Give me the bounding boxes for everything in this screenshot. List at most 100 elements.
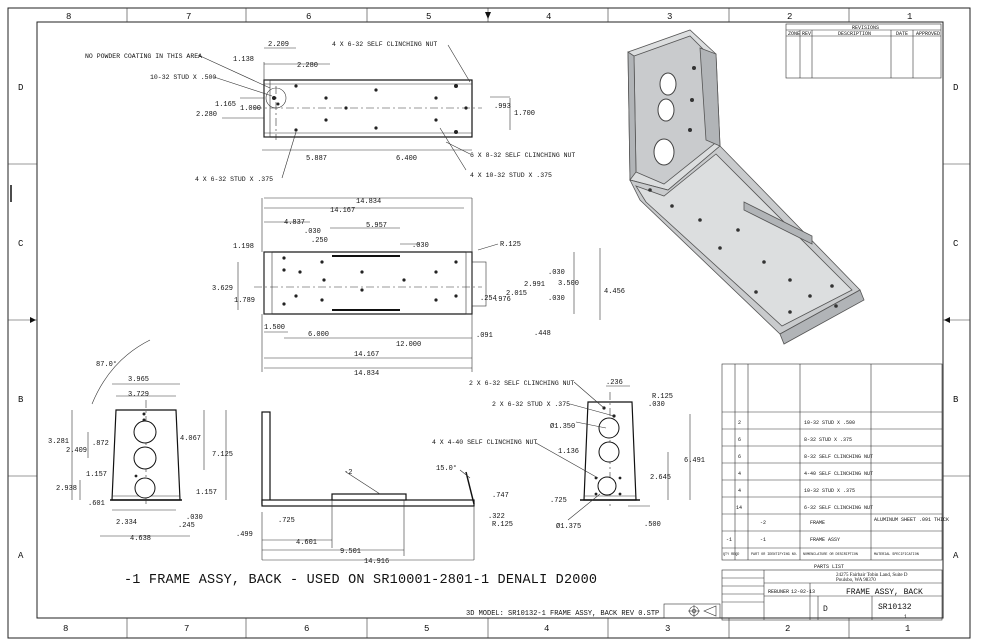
sheet-size: D — [823, 605, 828, 614]
sheet-number: 1 — [904, 614, 907, 620]
dim-2938: 2.938 — [56, 485, 77, 493]
dim-4837: 4.837 — [284, 219, 305, 227]
rev-hdr-rev: REV — [802, 31, 811, 37]
pl-row3-desc: 8-32 SELF CLINCHING NUT — [804, 454, 873, 460]
dim-1136: 1.136 — [558, 448, 579, 456]
dim-976: .976 — [494, 296, 511, 304]
dim-601: .601 — [88, 500, 105, 508]
dim-14916: 14.916 — [364, 558, 389, 566]
dim-14834: 14.834 — [356, 198, 381, 206]
dim-callout-2: -2 — [344, 469, 352, 477]
drawing-number: SR10132 — [878, 603, 912, 612]
col-top-7: 7 — [186, 12, 191, 22]
company-address1: 24275 Fairbair Tobin Land, Suite D — [836, 573, 908, 578]
pl-row4-qty: 4 — [738, 471, 741, 477]
pl-row4-desc: 4-40 SELF CLINCHING NUT — [804, 471, 873, 477]
pl-row5-desc: 10-32 STUD X .375 — [804, 488, 855, 494]
dim-1157b: 1.157 — [196, 489, 217, 497]
pl-hdr-desc: NOMENCLATURE OR DESCRIPTION — [803, 553, 858, 557]
dim-2280b: 2.280 — [196, 111, 217, 119]
note-nut-440: 4 X 4-40 SELF CLINCHING NUT — [432, 439, 537, 446]
row-left-C: C — [18, 239, 24, 249]
note-nut-632-end: 2 X 6-32 SELF CLINCHING NUT — [469, 380, 574, 387]
pl-hdr-part: PART OR IDENTIFYING NO. — [751, 553, 798, 557]
dim-5957: 5.957 — [366, 222, 387, 230]
title-block: 24275 Fairbair Tobin Land, Suite D Pouls… — [721, 569, 943, 621]
dim-030a: .030 — [304, 228, 321, 236]
dim-1350: Ø1.350 — [550, 422, 575, 431]
pl-row7-part: -2 — [760, 520, 766, 526]
col-top-2: 2 — [787, 12, 792, 22]
col-bot-8: 8 — [63, 624, 68, 634]
dim-12000: 12.000 — [396, 341, 421, 349]
row-right-A: A — [953, 551, 959, 561]
dim-1000: 1.000 — [240, 105, 261, 113]
note-no-powder: NO POWDER COATING IN THIS AREA — [85, 53, 202, 60]
dim-322: .322 — [488, 513, 505, 521]
dim-1375: Ø1.375 — [556, 522, 581, 531]
front-view: 87.0° 3.965 3.729 3.281 .872 2.409 4.067… — [48, 339, 233, 543]
parts-list: 2 10-32 STUD X .500 6 8-32 STUD X .375 6… — [721, 363, 949, 570]
pl-row7-desc: FRAME — [810, 520, 825, 526]
dim-499: .499 — [236, 531, 253, 539]
main-title: -1 FRAME ASSY, BACK - USED ON SR10001-28… — [124, 573, 597, 588]
dim-448: .448 — [534, 330, 551, 338]
dim-R125: R.125 — [492, 521, 513, 529]
dim-R125: R.125 — [500, 241, 521, 249]
rev-hdr-date: DATE — [896, 31, 908, 37]
dim-2645: 2.645 — [650, 474, 671, 482]
col-bot-7: 7 — [184, 624, 189, 634]
dim-6400: 6.400 — [396, 155, 417, 163]
rev-hdr-zone: ZONE — [788, 31, 800, 37]
parts-list-title: PARTS LIST — [814, 564, 844, 570]
row-right-B: B — [953, 395, 959, 405]
drawn-date: 12-02-13 — [791, 589, 815, 595]
dim-725: .725 — [550, 497, 567, 505]
row-right-C: C — [953, 239, 959, 249]
dim-725: .725 — [278, 517, 295, 525]
col-top-6: 6 — [306, 12, 311, 22]
side-view: -2 15.0° .747 .322 R.125 .725 .499 4.601… — [236, 411, 513, 566]
middle-view: 14.834 14.167 4.837 5.957 .030 .030 .250… — [212, 197, 625, 378]
dim-236: .236 — [606, 379, 623, 387]
col-bot-6: 6 — [304, 624, 309, 634]
drawing-title: FRAME ASSY, BACK — [846, 588, 923, 597]
col-top-4: 4 — [546, 12, 551, 22]
revisions-block: REVISIONS ZONE REV DESCRIPTION DATE APPR… — [785, 23, 942, 79]
col-top-8: 8 — [66, 12, 71, 22]
pl-row2-desc: 8-32 STUD X .375 — [804, 437, 852, 443]
pl-row1-desc: 10-32 STUD X .500 — [804, 420, 855, 426]
center-arrow-right — [944, 317, 950, 323]
pl-hdr-mat: MATERIAL SPECIFICATION — [874, 553, 919, 557]
company-address2: Poulsbo, WA 98370 — [836, 578, 876, 583]
outer-border — [7, 7, 971, 639]
dim-2334: 2.334 — [116, 519, 137, 527]
drawn-by: REBUNER — [768, 589, 789, 595]
model-note: 3D MODEL: SR10132-1 FRAME ASSY, BACK REV… — [466, 610, 659, 618]
dim-angle: 87.0° — [96, 360, 117, 369]
dim-2991: 2.991 — [524, 281, 545, 289]
dim-091: .091 — [476, 332, 493, 340]
dim-14834b: 14.834 — [354, 370, 379, 378]
dim-245: .245 — [178, 522, 195, 530]
col-top-3: 3 — [667, 12, 672, 22]
revisions-title: REVISIONS — [852, 25, 879, 31]
dim-1157a: 1.157 — [86, 471, 107, 479]
col-bot-2: 2 — [785, 624, 790, 634]
col-top-5: 5 — [426, 12, 431, 22]
pl-row6-desc: 6-32 SELF CLINCHING NUT — [804, 505, 873, 511]
pl-row2-qty: 6 — [738, 437, 741, 443]
dim-4601: 4.601 — [296, 539, 317, 547]
center-arrow-top — [485, 12, 491, 19]
note-nut-632-top: 4 X 6-32 SELF CLINCHING NUT — [332, 41, 437, 48]
pl-row8-part: -1 — [760, 537, 766, 543]
dim-1789: 1.789 — [234, 297, 255, 305]
dim-030c: .030 — [548, 269, 565, 277]
note-stud-632: 4 X 6-32 STUD X .375 — [195, 176, 273, 183]
pl-row5-qty: 4 — [738, 488, 741, 494]
dim-4638: 4.638 — [130, 535, 151, 543]
dim-15: 15.0° — [436, 464, 457, 473]
dim-3965: 3.965 — [128, 376, 149, 384]
dim-500: .500 — [644, 521, 661, 529]
